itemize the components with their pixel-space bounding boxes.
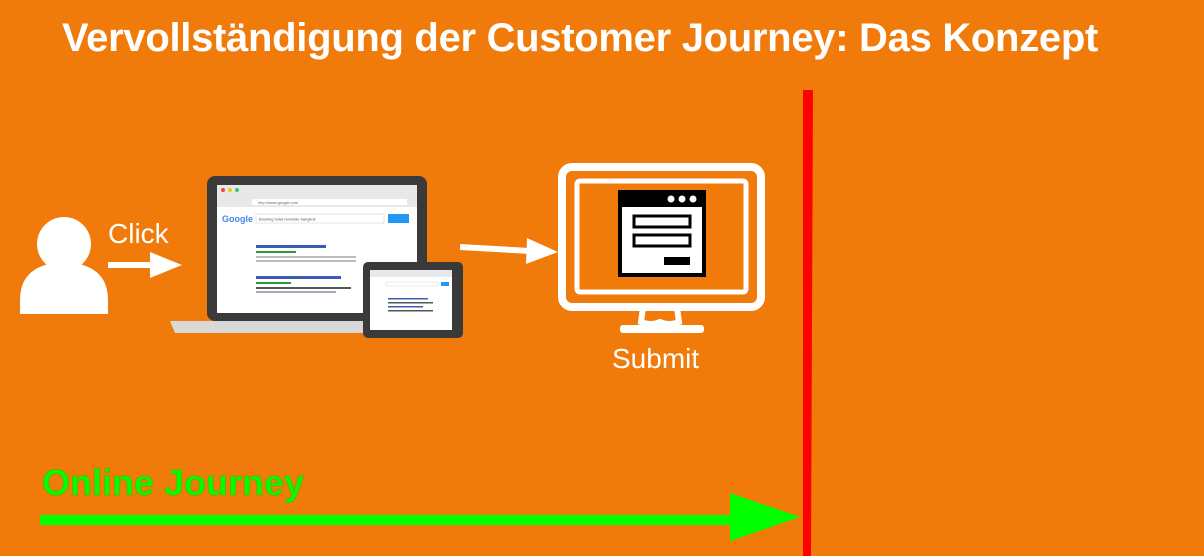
online-journey-label: Online Journey <box>41 462 305 504</box>
submit-label: Submit <box>612 343 700 374</box>
browser-url: http://www.google.com <box>258 200 299 205</box>
arrow-right-icon <box>108 252 182 278</box>
arrow-right-icon <box>460 238 558 264</box>
form-window-icon <box>618 190 706 277</box>
google-logo: Google <box>222 214 253 224</box>
journey-arrow <box>40 493 800 541</box>
click-label: Click <box>108 218 169 249</box>
search-query: Booking hotel riverside bangkok <box>259 217 316 222</box>
monitor-icon <box>558 163 765 333</box>
tablet-image <box>363 262 463 338</box>
laptop-image: http://www.google.com Google Booking hot… <box>170 176 460 333</box>
boundary-line <box>803 90 813 556</box>
user-icon <box>20 217 108 314</box>
slide-title: Vervollständigung der Customer Journey: … <box>62 16 1098 60</box>
